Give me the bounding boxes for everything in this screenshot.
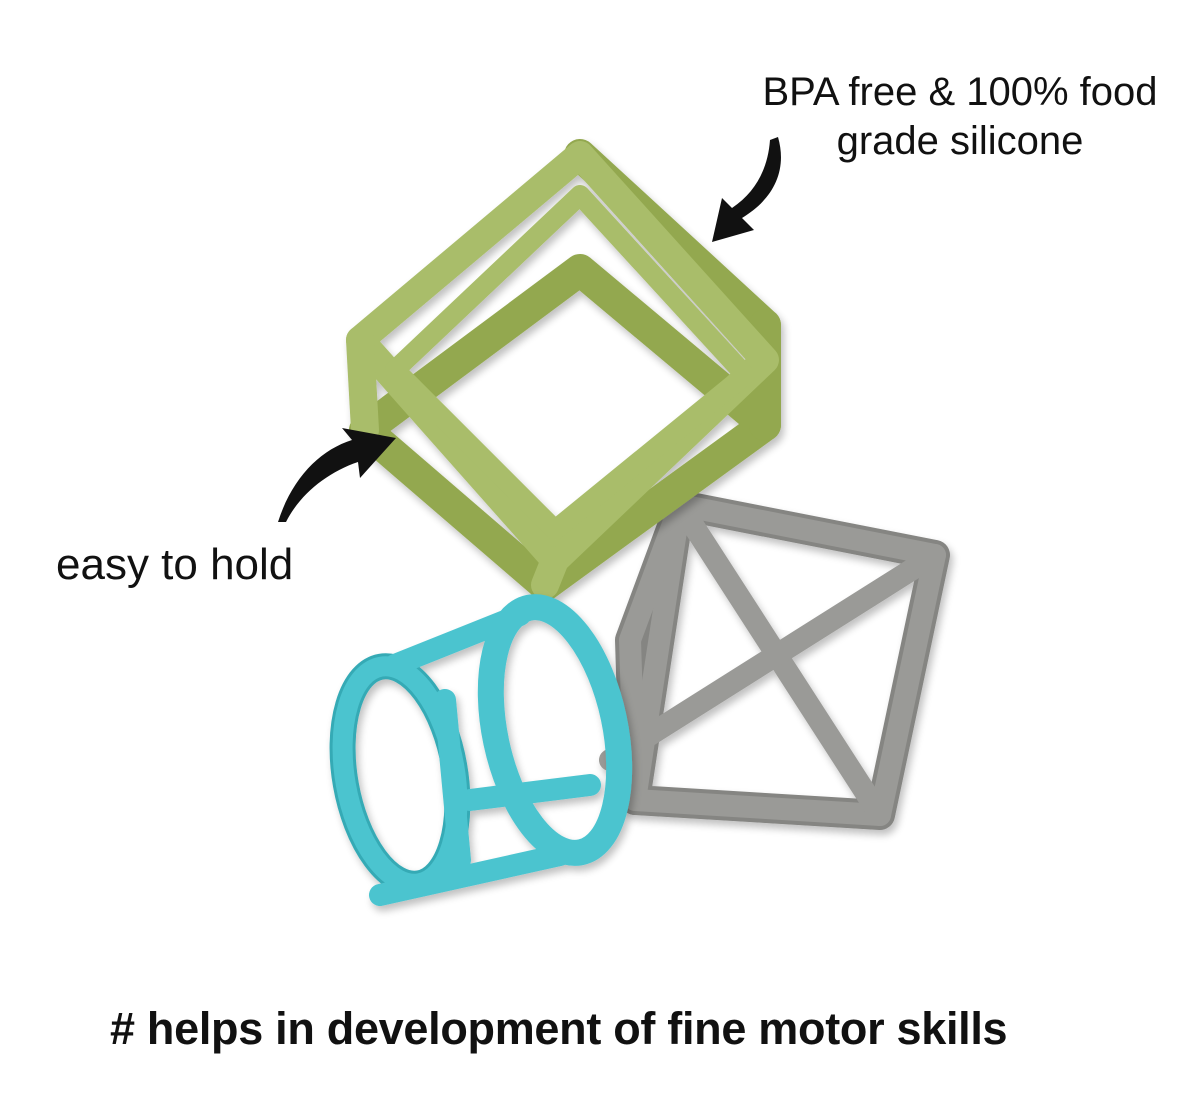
material-callout: BPA free & 100% food grade silicone [745, 68, 1175, 166]
octahedron-teether [599, 490, 950, 830]
cylinder-teether [329, 594, 633, 906]
curved-arrow-down-left-icon [712, 137, 781, 242]
cube-teether [346, 139, 781, 601]
benefit-caption: # helps in development of fine motor ski… [110, 1003, 1008, 1054]
grip-callout: easy to hold [56, 540, 294, 589]
curved-arrow-up-right-icon [278, 428, 396, 522]
material-callout-line-2: grade silicone [836, 118, 1084, 163]
material-callout-line-1: BPA free & 100% food [762, 70, 1158, 114]
